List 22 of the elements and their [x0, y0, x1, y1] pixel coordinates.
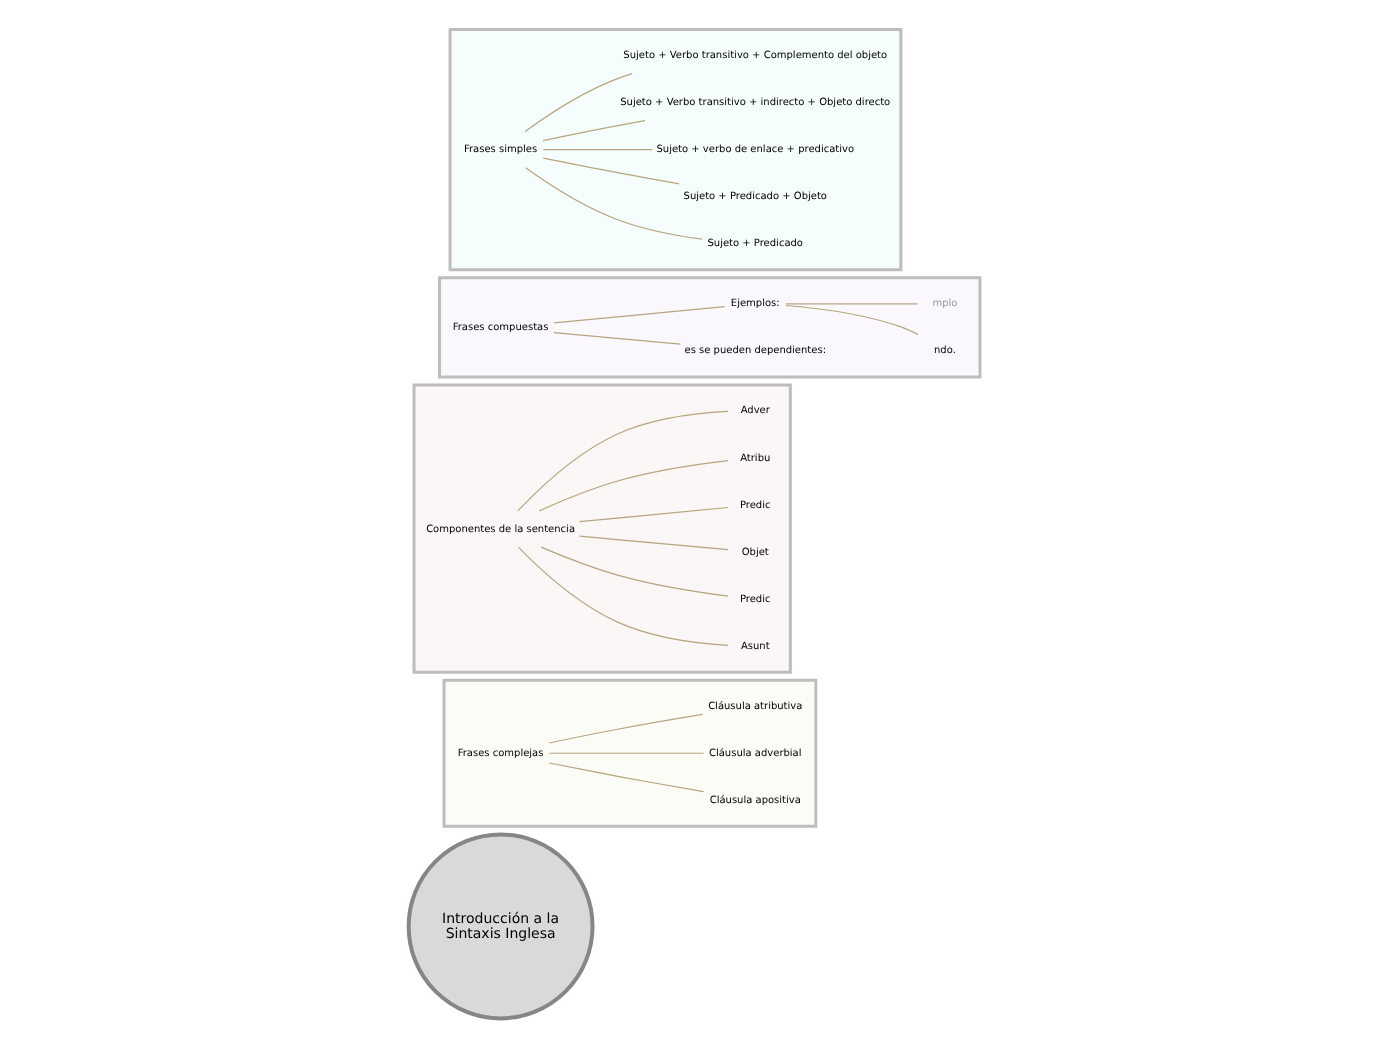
connector — [553, 332, 681, 345]
cluster — [448, 28, 903, 272]
connector — [538, 460, 729, 512]
connector — [578, 506, 729, 523]
connector — [548, 762, 705, 793]
connector — [578, 535, 729, 551]
connector — [548, 752, 705, 754]
connector — [517, 546, 729, 646]
cluster — [442, 678, 818, 828]
connector — [553, 306, 726, 324]
connector — [524, 73, 633, 133]
cluster — [412, 383, 792, 674]
cluster — [438, 276, 982, 379]
connector — [542, 157, 680, 185]
connector — [785, 304, 919, 335]
connector — [525, 167, 703, 240]
connector — [517, 410, 729, 512]
connector — [540, 546, 729, 597]
connector — [542, 120, 646, 142]
connector — [548, 713, 704, 744]
connector — [542, 149, 654, 151]
connector — [785, 303, 919, 305]
